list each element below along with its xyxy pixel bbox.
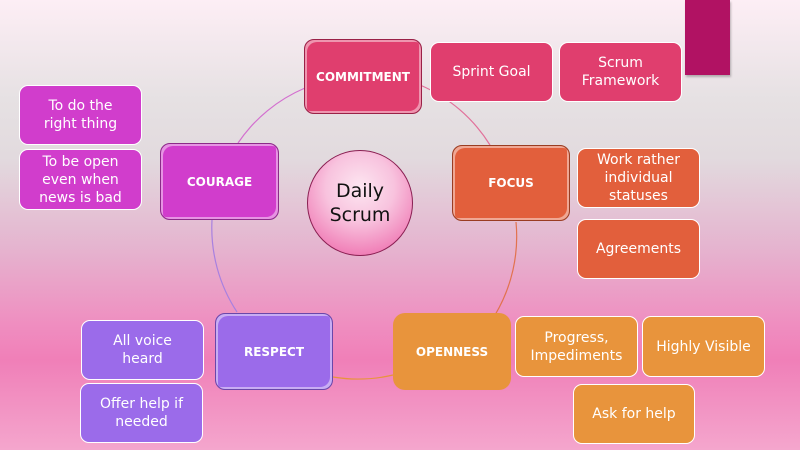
value-node-openness: OPENNESS <box>393 313 511 390</box>
respect-item-offer-help: Offer help if needed <box>80 383 203 443</box>
commitment-item-sprint-goal: Sprint Goal <box>430 42 553 102</box>
value-node-courage: COURAGE <box>160 143 279 220</box>
ring-arc-focus-openness <box>494 221 518 316</box>
courage-item-do-the-right-thing: To do the right thing <box>19 85 142 145</box>
accent-bar <box>685 0 730 75</box>
openness-item-highly-visible: Highly Visible <box>642 316 765 377</box>
ring-arc-commitment-focus <box>419 84 491 146</box>
openness-item-ask-for-help: Ask for help <box>573 384 695 444</box>
ring-arc-courage-commitment <box>237 87 306 144</box>
daily-scrum-center: Daily Scrum <box>307 150 413 256</box>
focus-item-agreements: Agreements <box>577 219 700 279</box>
ring-arc-respect-courage <box>211 219 238 313</box>
value-node-focus: FOCUS <box>452 145 570 221</box>
focus-item-work-rather-individual-statuses: Work rather individual statuses <box>577 148 700 208</box>
value-node-commitment: COMMITMENT <box>304 39 422 114</box>
respect-item-all-voice-heard: All voice heard <box>81 320 204 380</box>
value-node-respect: RESPECT <box>215 313 333 390</box>
openness-item-progress-impediments: Progress, Impediments <box>515 316 638 377</box>
commitment-item-scrum-framework: Scrum Framework <box>559 42 682 102</box>
courage-item-open-when-news-bad: To be open even when news is bad <box>19 149 142 210</box>
ring-arc-openness-respect <box>332 374 394 380</box>
